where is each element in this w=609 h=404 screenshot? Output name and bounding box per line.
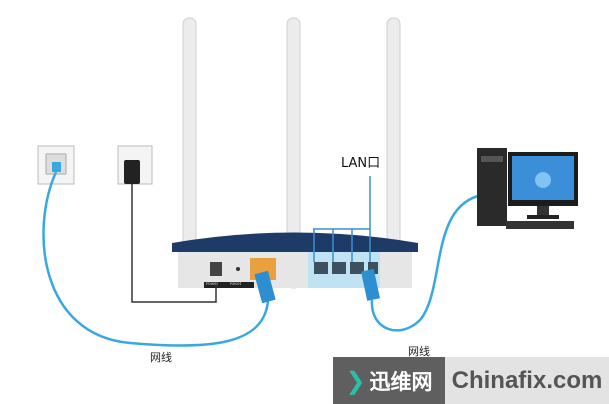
site-logo: ❯ 迅维网 Chinafix.com (333, 357, 609, 404)
cable-label-right: 网线 (408, 345, 430, 358)
power-socket (117, 145, 153, 185)
router-power-label: Power (206, 281, 219, 286)
logo-site: Chinafix.com (445, 357, 609, 404)
wall-network-outlet (37, 145, 75, 185)
lan-plug (361, 268, 380, 301)
router-reset-label: Reset (230, 281, 242, 286)
wan-cable (42, 171, 270, 347)
lan-bracket (313, 176, 371, 262)
power-cable (131, 184, 217, 303)
lan-port-label: LAN口 (341, 156, 381, 171)
chevron-right-icon: ❯ (345, 366, 366, 395)
lan-cable (370, 194, 479, 332)
desktop-computer (477, 148, 578, 229)
logo-cn-name: 迅维网 (369, 369, 433, 394)
cable-label-left: 网线 (150, 351, 172, 364)
wan-plug (254, 270, 276, 304)
router-body (172, 232, 418, 288)
